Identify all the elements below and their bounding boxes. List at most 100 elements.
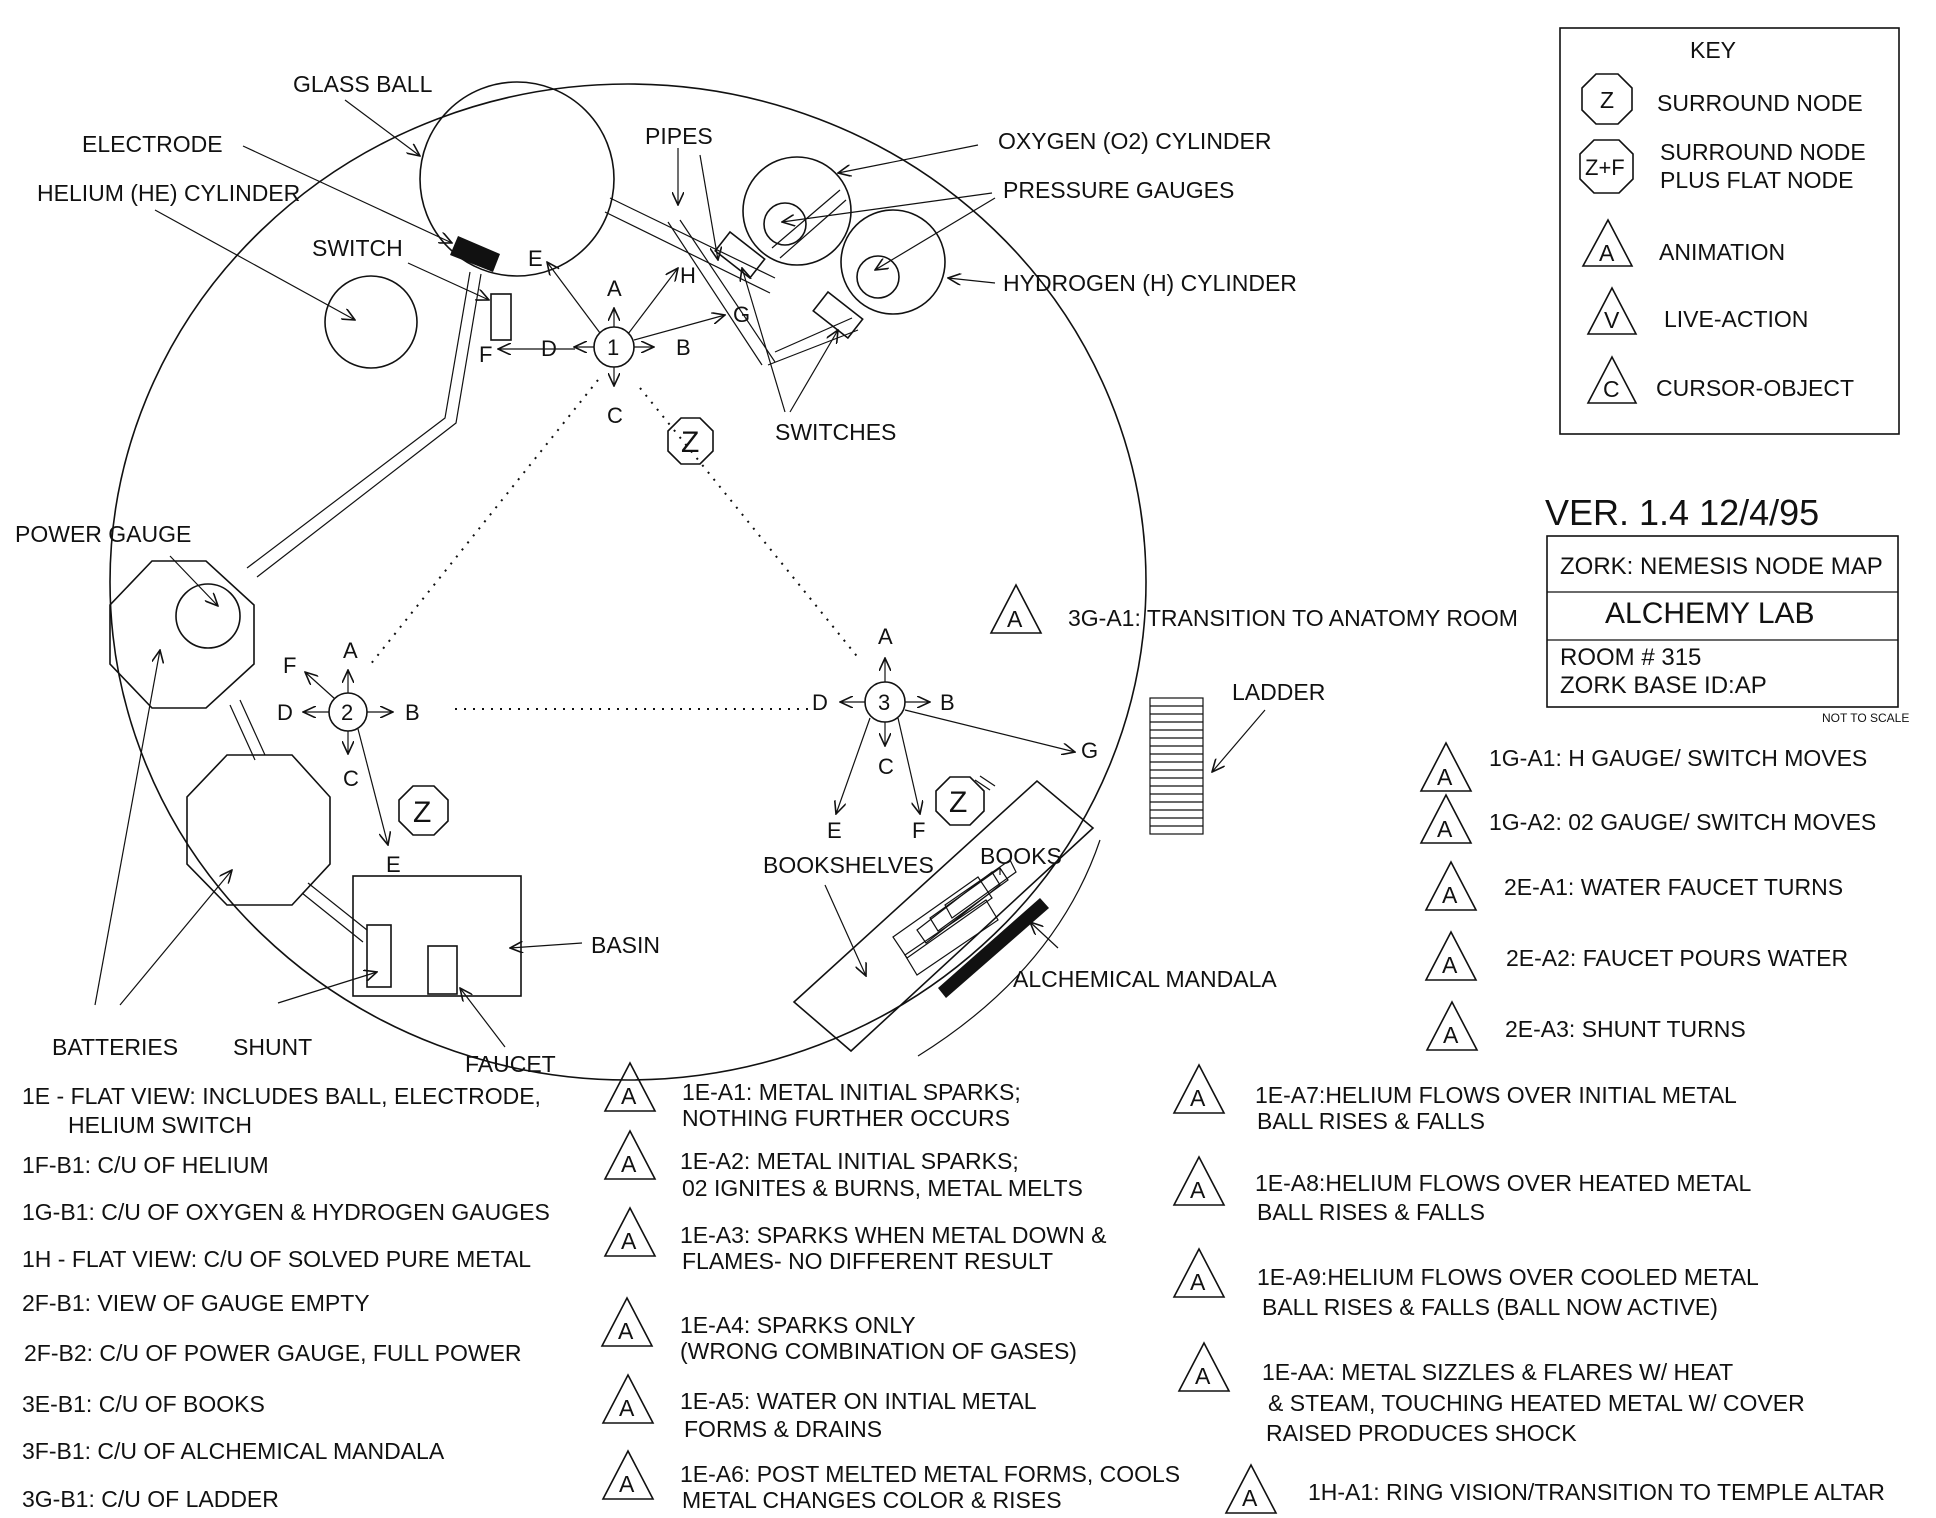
key-title: KEY [1690,37,1736,63]
basin-shape [352,875,522,997]
batteries-label: BATTERIES [52,1034,178,1060]
shunt-leader [277,972,377,1004]
anim-far-1: BALL RISES & FALLS [1257,1108,1485,1134]
key-cursor-object-icon [1586,355,1638,404]
hydrogen-label: HYDROGEN (H) CYLINDER [1003,270,1297,296]
ladder-shape [1149,697,1204,835]
anim-right-3: 2E-A2: FAUCET POURS WATER [1506,945,1848,971]
anim-right-list: A 1G-A1: H GAUGE/ SWITCH MOVES A 1G-A2: … [1419,741,1876,1051]
anim-far-7: & STEAM, TOUCHING HEATED METAL W/ COVER [1268,1390,1805,1416]
node-3-c: C [878,754,894,779]
pipe-3 [667,221,763,366]
node-1-d: D [541,336,557,361]
anim-far-0: 1E-A7:HELIUM FLOWS OVER INITIAL METAL [1255,1082,1737,1108]
anim-mid-4: 1E-A3: SPARKS WHEN METAL DOWN & [680,1222,1106,1248]
power-gauge-dial [175,583,241,649]
anim-far-3: BALL RISES & FALLS [1257,1199,1485,1225]
mandala-label: ALCHEMICAL MANDALA [1013,966,1277,992]
battery-link-1 [229,704,256,761]
shunt-cable-2 [301,892,364,943]
bookshelf-shape [792,779,1095,1053]
pipe-5 [767,329,859,366]
surround-node-z-2[interactable] [398,785,449,836]
shunt-cable-1 [307,882,368,931]
power-gauge-leader [169,555,218,606]
batteries-leader-2 [119,870,232,1006]
flat-view-2: 1F-B1: C/U OF HELIUM [22,1152,269,1178]
anim-far-4: 1E-A9:HELIUM FLOWS OVER COOLED METAL [1257,1264,1759,1290]
flat-view-3: 1G-B1: C/U OF OXYGEN & HYDROGEN GAUGES [22,1199,550,1225]
glass-ball-label: GLASS BALL [293,71,433,97]
svg-text:A: A [1437,816,1453,842]
z-3-symbol: Z [949,786,967,819]
oxygen-gauge-shape [763,202,807,246]
node-2-e: E [386,852,401,877]
node-1-h: H [680,263,696,288]
battery-shape [186,754,331,906]
hydrogen-gauge-shape [856,255,900,299]
room-number: ROOM # 315 [1560,644,1701,671]
svg-text:A: A [618,1318,634,1344]
anim-mid-7: (WRONG COMBINATION OF GASES) [680,1338,1077,1364]
ladder-leader [1212,709,1266,772]
surround-node-z-3[interactable] [935,775,996,826]
svg-text:A: A [621,1228,637,1254]
surround-node-z-1[interactable] [667,417,714,465]
node-2-c: C [343,766,359,791]
key-live-action-symbol: V [1604,307,1620,333]
node-2-a: A [343,638,358,663]
key-surround-flat-label-1: SURROUND NODE [1660,139,1866,165]
anim-mid-0: 1E-A1: METAL INITIAL SPARKS; [682,1079,1021,1105]
electrode-leader [242,145,452,243]
anim-icon-3g-symbol: A [1007,606,1023,632]
title-block [1546,535,1899,708]
switch-label: SWITCH [312,235,403,261]
svg-text:A: A [1190,1085,1206,1111]
svg-text:A: A [1437,764,1453,790]
node-1-a: A [607,276,622,301]
node-3-e: E [827,818,842,843]
anim-mid-9: FORMS & DRAINS [684,1416,882,1442]
path-1-2 [369,379,599,666]
ladder-label: LADDER [1232,679,1325,705]
shunt-shape [366,924,392,988]
anim-far-8: RAISED PRODUCES SHOCK [1266,1420,1577,1446]
key-live-action-label: LIVE-ACTION [1664,306,1808,332]
flat-view-1: HELIUM SWITCH [68,1112,252,1138]
key-surround-flat-icon [1579,139,1634,194]
pipe-8 [779,199,847,259]
pressure-leader-1 [782,192,993,222]
faucet-label: FAUCET [465,1051,556,1077]
anim-mid-11: METAL CHANGES COLOR & RISES [682,1487,1062,1513]
room-outline [109,83,1147,1081]
svg-text:A: A [1242,1485,1258,1511]
node-1-e: E [528,246,543,271]
key-animation-icon [1581,218,1634,267]
node-1[interactable] [498,262,725,386]
node-3-f: F [912,818,925,843]
anim-right-1: 1G-A2: 02 GAUGE/ SWITCH MOVES [1489,809,1876,835]
node-3[interactable] [836,658,1075,814]
node-1-g: G [733,302,750,327]
transition-3g-label: 3G-A1: TRANSITION TO ANATOMY ROOM [1068,605,1518,631]
anim-far-5: BALL RISES & FALLS (BALL NOW ACTIVE) [1262,1294,1718,1320]
books-shape [892,859,1017,976]
flat-view-4: 1H - FLAT VIEW: C/U OF SOLVED PURE METAL [22,1246,531,1272]
power-cable [246,271,471,569]
key-surround-flat-symbol: Z+F [1585,155,1625,180]
anim-mid-3: 02 IGNITES & BURNS, METAL MELTS [682,1175,1083,1201]
flat-view-9: 3G-B1: C/U OF LADDER [22,1486,279,1512]
anim-mid-8: 1E-A5: WATER ON INTIAL METAL [680,1388,1037,1414]
node-2[interactable] [303,670,393,845]
power-gauge-label: POWER GAUGE [15,521,191,547]
svg-text:A: A [1190,1177,1206,1203]
helium-label: HELIUM (HE) CYLINDER [37,180,300,206]
hydrogen-cylinder-shape [840,209,946,315]
svg-text:A: A [619,1471,635,1497]
node-2-d: D [277,700,293,725]
pipe-6 [774,317,853,353]
z-2-symbol: Z [413,796,431,829]
anim-far-2: 1E-A8:HELIUM FLOWS OVER HEATED METAL [1255,1170,1752,1196]
svg-text:A: A [1442,952,1458,978]
